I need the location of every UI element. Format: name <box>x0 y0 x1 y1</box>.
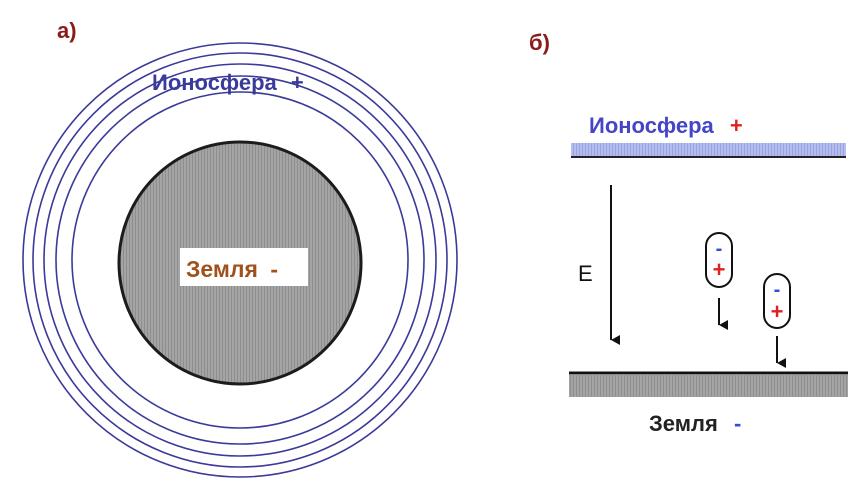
earth-label-b: Земля - <box>649 411 741 436</box>
particle-minus-sign: - <box>774 279 781 301</box>
ionosphere-rings <box>22 42 458 478</box>
ionosphere-ring <box>71 91 409 429</box>
ionosphere-ring <box>43 63 437 457</box>
field-label: E <box>578 261 593 286</box>
earth-label-box <box>180 248 308 286</box>
particle-minus-sign: - <box>716 238 723 260</box>
particle-capsule <box>705 232 733 288</box>
ionosphere-ring <box>22 42 458 478</box>
ground-layer <box>569 375 848 397</box>
dipole-particle: - + <box>763 273 791 368</box>
ionosphere-ring <box>55 75 425 445</box>
particle-plus-sign: + <box>771 299 784 324</box>
panel-b-label: б) <box>529 30 550 55</box>
earth-label-a: Земля - <box>186 256 278 282</box>
ionosphere-label-b: Ионосфера + <box>589 113 743 138</box>
ionosphere-layer <box>571 143 846 156</box>
ionosphere-ring <box>32 52 448 468</box>
particle-plus-sign: + <box>713 257 726 282</box>
particle-capsule <box>763 273 791 329</box>
ionosphere-label-a: Ионосфера + <box>152 70 304 95</box>
dipole-particle: - + <box>705 232 733 330</box>
panel-a-label: а) <box>57 18 77 43</box>
